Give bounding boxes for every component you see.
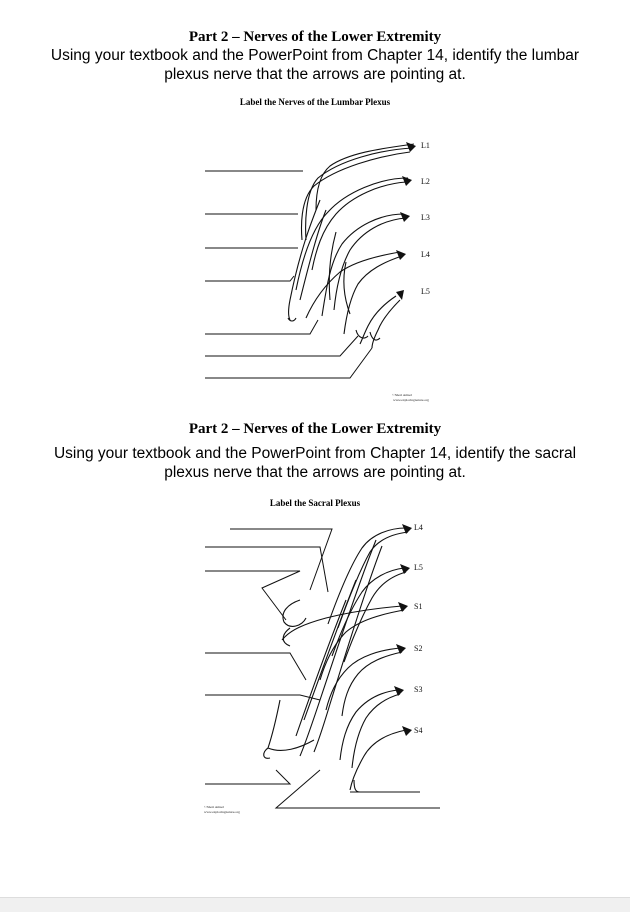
label-arrow-line xyxy=(205,695,320,700)
lumbar-credit-site: www.exploringnature.org xyxy=(393,398,429,402)
root-arrow-icon xyxy=(400,212,410,222)
lumbar-root-tips xyxy=(396,142,416,300)
root-arrow-icon xyxy=(394,686,404,696)
root-label-l3: L3 xyxy=(421,213,430,222)
root-label-s1: S1 xyxy=(414,602,422,611)
root-label-l4: L4 xyxy=(421,250,430,259)
root-label-s2: S2 xyxy=(414,644,422,653)
root-arrow-icon xyxy=(396,290,404,300)
label-arrow-line xyxy=(205,336,358,356)
root-arrow-icon xyxy=(406,142,416,152)
label-arrow-line xyxy=(205,320,318,334)
label-arrow-line xyxy=(276,770,440,808)
root-label-l5: L5 xyxy=(414,563,423,572)
label-arrow-line xyxy=(205,653,306,680)
page-bottom-edge xyxy=(0,897,630,912)
label-arrow-line xyxy=(205,348,372,378)
label-arrow-line xyxy=(205,276,294,281)
lumbar-label-lines xyxy=(205,171,372,378)
root-label-s4: S4 xyxy=(414,726,422,735)
lumbar-nerves xyxy=(288,144,414,348)
lumbar-plexus-diagram: L1 L2 L3 L4 L5 ©Sheri Amsel www.explorin… xyxy=(205,141,430,402)
sacral-nerves xyxy=(264,528,408,792)
lumbar-credit-author: ©Sheri Amsel xyxy=(392,392,412,397)
root-label-l2: L2 xyxy=(421,177,430,186)
sacral-credit-author: ©Sheri Amsel xyxy=(204,804,224,809)
root-arrow-icon xyxy=(400,564,410,574)
label-arrow-line xyxy=(205,770,290,784)
root-arrow-icon xyxy=(396,250,406,260)
label-arrow-line xyxy=(205,547,328,592)
label-arrow-line xyxy=(205,571,300,620)
label-arrow-line xyxy=(230,529,332,590)
sacral-credit-site: www.exploringnature.org xyxy=(204,810,240,814)
root-label-l1: L1 xyxy=(421,141,430,150)
root-label-l4: L4 xyxy=(414,523,423,532)
sacral-plexus-diagram: L4 L5 S1 S2 S3 S4 ©Sheri Amsel www.explo… xyxy=(204,523,440,814)
root-label-l5: L5 xyxy=(421,287,430,296)
root-label-s3: S3 xyxy=(414,685,422,694)
sacral-root-tips xyxy=(394,524,412,736)
